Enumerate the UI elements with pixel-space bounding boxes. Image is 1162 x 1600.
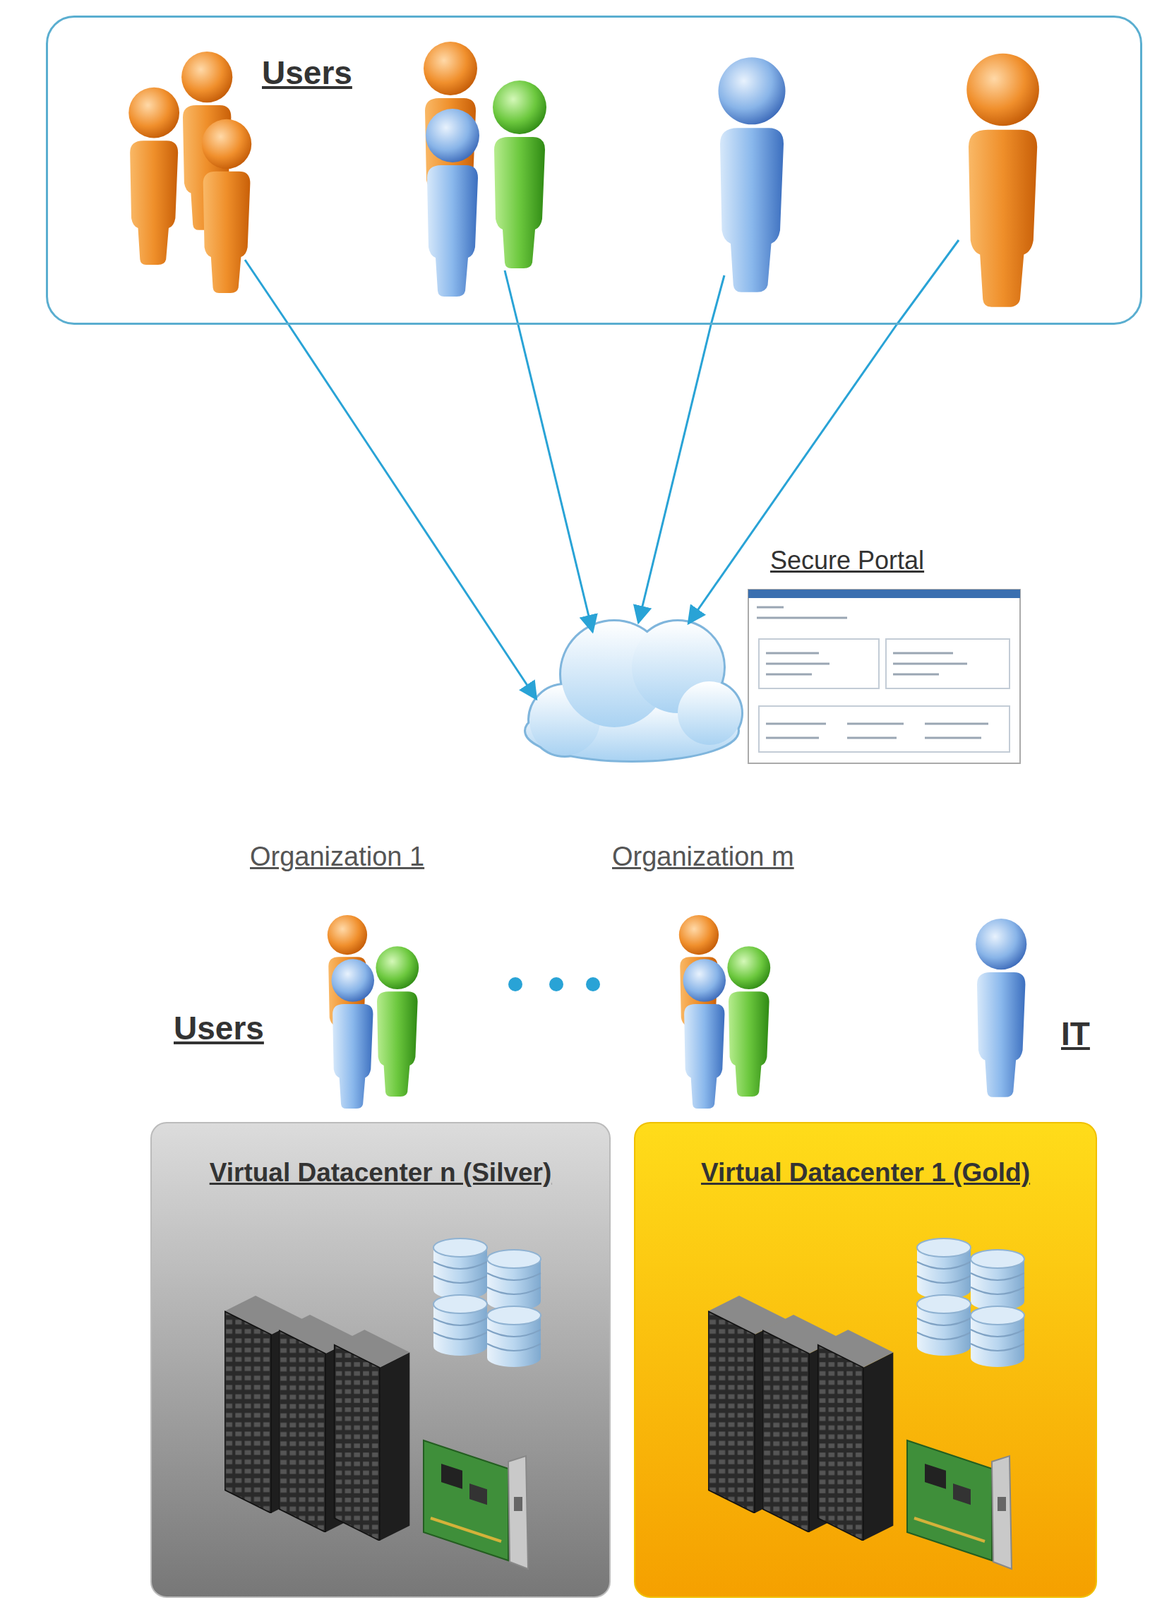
datacenter-box: Virtual Datacenter n (Silver) — [151, 1122, 610, 1597]
node-title: Secure Portal — [770, 545, 925, 575]
cloud-portal: Secure Portal — [525, 619, 735, 762]
node-title: Virtual Datacenter n (Silver) — [209, 1157, 553, 1189]
arrow-connector — [688, 324, 897, 624]
arrow-connector — [288, 324, 537, 699]
datacenter-box: Virtual Datacenter 1 (Gold) — [634, 1122, 1097, 1597]
arrow-connector — [518, 324, 593, 632]
organization-label: Organization 1 — [249, 841, 425, 873]
group-label: IT — [1061, 1015, 1090, 1053]
organization-label: Organization m — [612, 841, 795, 873]
group-label: Users — [173, 1009, 265, 1047]
arrow-connector — [638, 324, 711, 623]
user-panel: Users — [45, 15, 1143, 325]
node-title: Virtual Datacenter 1 (Gold) — [701, 1157, 1030, 1189]
node-title: Users — [261, 54, 353, 92]
